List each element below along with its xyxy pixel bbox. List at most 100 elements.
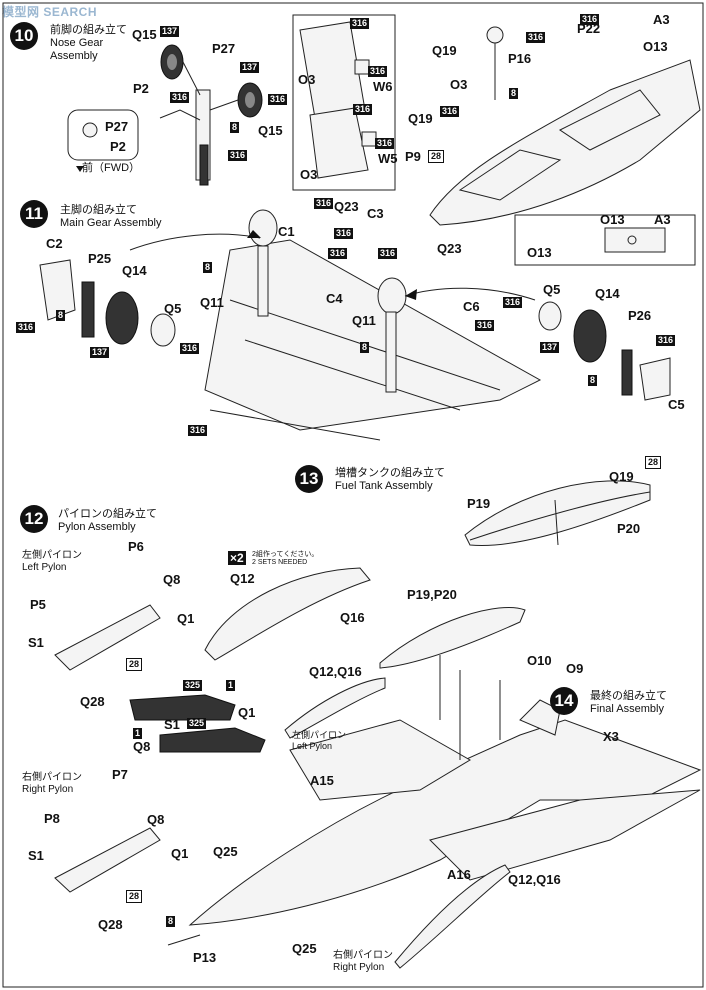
- paint-badge-316-o: 316: [328, 248, 348, 259]
- paint-badge-1-a: 1: [226, 680, 236, 691]
- paint-badge-316-d: 316: [350, 18, 370, 29]
- part-c6: C6: [463, 299, 480, 314]
- paint-badge-316-m: 316: [314, 198, 334, 209]
- pylon-s1-dark-2: [159, 727, 266, 753]
- part-q12-q16-a: Q12,Q16: [309, 664, 362, 679]
- tank-bottom: [394, 864, 511, 969]
- right-pylon-2-en: Right Pylon: [333, 962, 385, 973]
- part-q12-q16-b: Q12,Q16: [508, 872, 561, 887]
- part-o10: O10: [527, 653, 552, 668]
- step-10-en: Nose Gear Assembly: [50, 37, 104, 63]
- nose-gear-group: [67, 44, 263, 186]
- part-p27-a: P27: [212, 41, 236, 56]
- x2-mark: ×2: [228, 551, 246, 565]
- paint-badge-316-n: 316: [334, 228, 354, 239]
- intake-panels: [292, 14, 396, 191]
- part-q25-b: Q25: [292, 941, 317, 956]
- step-11-jp: 主脚の組み立て: [60, 204, 137, 216]
- hub-q5-right: [538, 301, 562, 331]
- part-q23-a: Q23: [334, 199, 359, 214]
- tank-q12: [204, 567, 371, 661]
- detail-box-o13: [514, 214, 696, 266]
- paint-badge-1-b: 1: [133, 728, 143, 739]
- tank-top: [379, 606, 526, 669]
- x2-en: 2 SETS NEEDED: [252, 559, 308, 567]
- part-o3-a: O3: [298, 72, 316, 87]
- part-p25: P25: [88, 251, 112, 266]
- part-s1-a: S1: [28, 635, 44, 650]
- step-14-marker: 14: [550, 687, 578, 715]
- paint-badge-28-b: 28: [645, 456, 662, 469]
- fuel-tank-group: [464, 480, 651, 547]
- right-pylon-en: Right Pylon: [22, 784, 74, 795]
- part-p27-b: P27: [105, 119, 129, 134]
- part-o13-a: O13: [643, 39, 668, 54]
- left-pylon-body: [54, 604, 161, 671]
- part-q25-a: Q25: [213, 844, 238, 859]
- part-p13: P13: [193, 950, 217, 965]
- part-p19-p20: P19,P20: [407, 587, 457, 602]
- paint-badge-137-b: 137: [240, 62, 260, 73]
- part-q19-a: Q19: [432, 43, 457, 58]
- part-q14-b: Q14: [595, 286, 620, 301]
- paint-badge-137-d: 137: [540, 342, 560, 353]
- step-12-en: Pylon Assembly: [58, 521, 136, 534]
- part-o13-b: O13: [600, 212, 625, 227]
- paint-badge-8-c: 8: [56, 310, 66, 321]
- paint-badge-316-i: 316: [580, 14, 600, 25]
- part-q8-c: Q8: [147, 812, 165, 827]
- main-gear-group: [39, 209, 671, 441]
- left-pylon-2-en: Left Pylon: [292, 740, 333, 751]
- paint-badge-28-d: 28: [126, 890, 143, 903]
- paint-badge-316-p: 316: [378, 248, 398, 259]
- part-o13-c: O13: [527, 245, 552, 260]
- paint-badge-8-g: 8: [166, 916, 176, 927]
- fwd-label: 前（FWD）: [82, 162, 141, 174]
- part-p8: P8: [44, 811, 60, 826]
- step-10-marker: 10: [10, 22, 38, 50]
- paint-badge-316-t: 316: [188, 425, 208, 436]
- paint-badge-316-l: 316: [180, 343, 200, 354]
- paint-badge-316-s: 316: [656, 335, 676, 346]
- paint-badge-8-d: 8: [203, 262, 213, 273]
- step-11-en: Main Gear Assembly: [60, 217, 162, 230]
- part-q19-b: Q19: [408, 111, 433, 126]
- part-c5: C5: [668, 397, 685, 412]
- part-o3-c: O3: [450, 77, 468, 92]
- wing-right: [429, 789, 701, 881]
- part-c2: C2: [46, 236, 63, 251]
- detail-p27: [82, 122, 98, 138]
- paint-badge-28-c: 28: [126, 658, 143, 671]
- paint-badge-316-b: 316: [268, 94, 288, 105]
- part-a3-b: A3: [654, 212, 671, 227]
- paint-badge-316-e: 316: [368, 66, 388, 77]
- step-13-jp: 増槽タンクの組み立て: [335, 467, 445, 479]
- wheel-q14-left: [105, 291, 139, 345]
- paint-badge-325-b: 325: [187, 718, 207, 729]
- part-c3: C3: [367, 206, 384, 221]
- paint-badge-8-b: 8: [509, 88, 519, 99]
- pylon-group: [54, 567, 371, 893]
- left-pylon-en: Left Pylon: [22, 562, 67, 573]
- part-s1-c: S1: [28, 848, 44, 863]
- left-pylon-2-jp: 左側パイロン: [292, 730, 347, 740]
- part-a15: A15: [310, 773, 334, 788]
- wing-left: [289, 719, 471, 801]
- watermark: 模型网 SEARCH: [2, 5, 98, 19]
- part-x3: X3: [603, 729, 619, 744]
- paint-badge-8-f: 8: [588, 375, 598, 386]
- forward-fuselage: [429, 26, 701, 266]
- wing-underside: [204, 239, 542, 431]
- step-13-en: Fuel Tank Assembly: [335, 480, 433, 493]
- part-p9: P9: [405, 149, 421, 164]
- part-q1-a: Q1: [177, 611, 195, 626]
- part-p2-a: P2: [133, 81, 149, 96]
- part-q5-a: Q5: [164, 301, 182, 316]
- part-c4: C4: [326, 291, 343, 306]
